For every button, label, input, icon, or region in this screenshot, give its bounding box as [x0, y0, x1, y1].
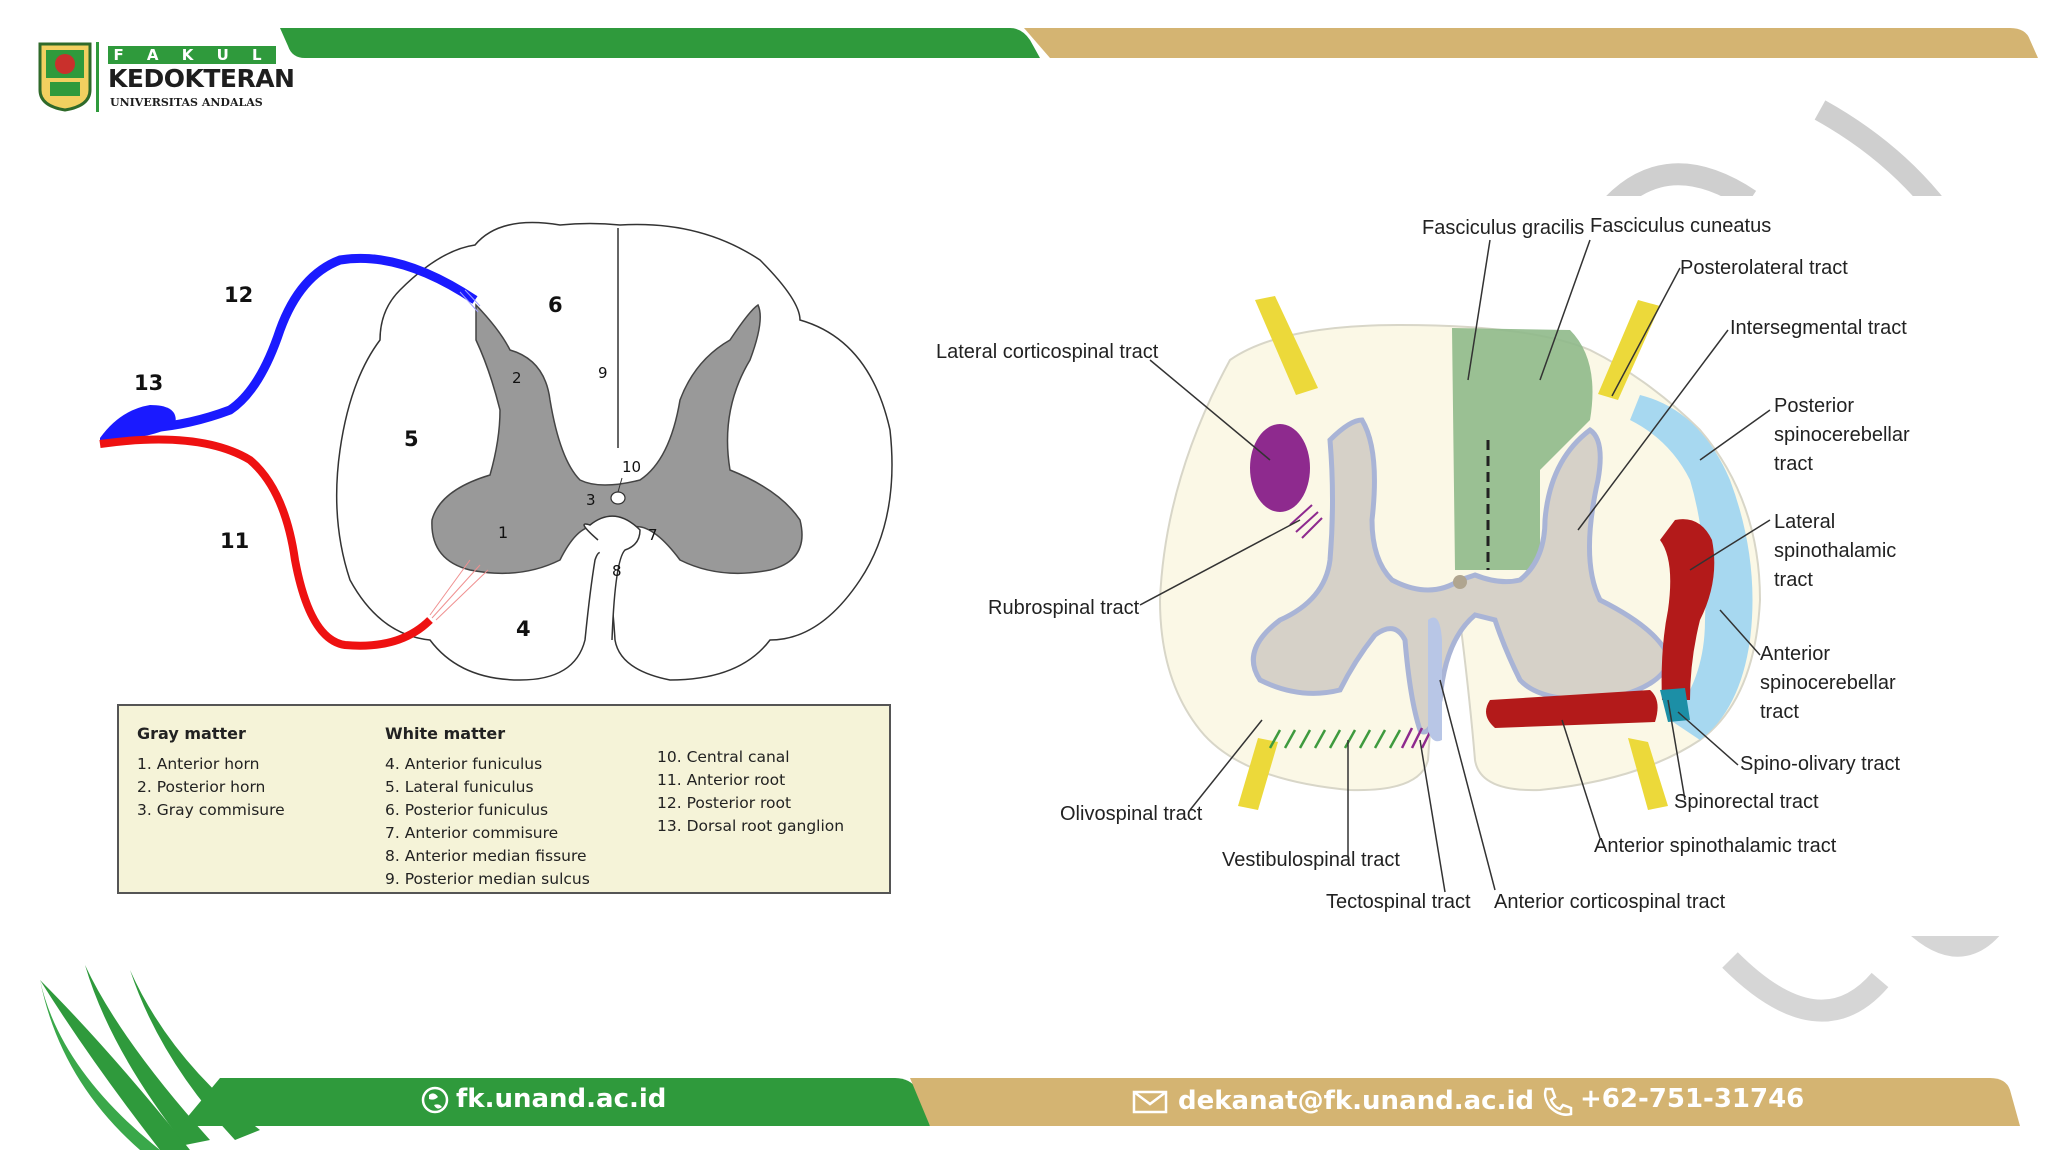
- label-spinorectal: Spinorectal tract: [1674, 791, 1819, 813]
- label-fasciculus-gracilis: Fasciculus gracilis: [1422, 217, 1584, 239]
- label-lateral-spinothalamic-3: tract: [1774, 569, 1813, 591]
- label-anterior-spinothalamic: Anterior spinothalamic tract: [1594, 835, 1837, 857]
- anterior-yellow-left: [1238, 738, 1278, 810]
- label-11: 11: [220, 529, 249, 553]
- institution-name: KEDOKTERAN: [108, 64, 295, 93]
- label-4: 4: [516, 617, 531, 641]
- legend-item: 3. Gray commisure: [137, 801, 285, 819]
- anterior-yellow-right: [1628, 738, 1668, 810]
- label-5: 5: [404, 427, 419, 451]
- label-10: 10: [622, 458, 641, 476]
- anterior-root: [99, 435, 433, 650]
- dorsal-root-ganglion: [100, 405, 176, 440]
- posterior-spinocerebellar-area: [1630, 395, 1753, 740]
- central-canal-right: [1453, 575, 1467, 589]
- legend-item: 6. Posterior funiculus: [385, 801, 549, 819]
- legend-item: 7. Anterior commisure: [385, 824, 559, 842]
- label-lateral-spinothalamic-2: spinothalamic: [1774, 540, 1896, 562]
- diagram-legend: Gray matter 1. Anterior horn 2. Posterio…: [117, 704, 891, 894]
- legend-item: 4. Anterior funiculus: [385, 755, 543, 773]
- header-divider: [96, 42, 99, 112]
- university-name: UNIVERSITAS ANDALAS: [110, 96, 263, 109]
- label-lateral-corticospinal: Lateral corticospinal tract: [936, 341, 1159, 363]
- label-anterior-spinocerebellar-2: spinocerebellar: [1760, 672, 1896, 694]
- label-1: 1: [498, 523, 508, 542]
- label-vestibulospinal: Vestibulospinal tract: [1222, 849, 1400, 871]
- legend-item: 12. Posterior root: [657, 794, 792, 812]
- label-anterior-spinocerebellar-1: Anterior: [1760, 643, 1830, 665]
- header-banner: [280, 28, 2038, 58]
- legend-gray-matter-title: Gray matter: [137, 724, 246, 743]
- label-6: 6: [548, 293, 563, 317]
- label-intersegmental: Intersegmental tract: [1730, 317, 1907, 339]
- label-posterior-spinocerebellar-1: Posterior: [1774, 395, 1854, 417]
- legend-item: 2. Posterior horn: [137, 778, 266, 796]
- vestibulospinal-hatch: [1268, 729, 1402, 749]
- leader-lines: [1139, 239, 1771, 893]
- label-2: 2: [512, 369, 522, 387]
- legend-item: 10. Central canal: [657, 748, 790, 766]
- posterolateral-yellow: [1598, 300, 1660, 400]
- footer-email[interactable]: dekanat@fk.unand.ac.id: [1178, 1086, 1534, 1116]
- label-olivospinal: Olivospinal tract: [1060, 803, 1203, 825]
- anterior-corticospinal-area: [1428, 617, 1442, 742]
- label-7: 7: [648, 526, 658, 544]
- legend-item: 11. Anterior root: [657, 771, 786, 789]
- email-icon: [1132, 1090, 1168, 1114]
- label-9: 9: [598, 364, 608, 382]
- legend-white-matter: White matter 4. Anterior funiculus 5. La…: [385, 724, 590, 891]
- posterior-root: [149, 253, 478, 433]
- gray-matter: [431, 303, 803, 575]
- anterior-spinothalamic-area: [1486, 690, 1658, 728]
- label-anterior-corticospinal: Anterior corticospinal tract: [1494, 891, 1726, 913]
- lateral-yellow-post: [1255, 296, 1318, 395]
- label-lateral-spinothalamic-1: Lateral: [1774, 511, 1835, 533]
- spinal-cord-cross-section-diagram: 1 2 3 4 5 6 7 8 9 10 11 12 13: [99, 221, 893, 681]
- label-posterior-spinocerebellar-2: spinocerebellar: [1774, 424, 1910, 446]
- globe-icon: [421, 1086, 449, 1114]
- label-13: 13: [134, 371, 163, 395]
- legend-item: 5. Lateral funiculus: [385, 778, 534, 796]
- label-anterior-spinocerebellar-3: tract: [1760, 701, 1799, 723]
- label-8: 8: [612, 562, 622, 580]
- rubrospinal-hatch: [1289, 504, 1323, 539]
- lateral-spinothalamic-area: [1660, 519, 1715, 700]
- central-canal: [610, 491, 626, 505]
- anterior-median-fissure: [583, 515, 641, 641]
- legend-item: 8. Anterior median fissure: [385, 847, 587, 865]
- legend-item: 9. Posterior median sulcus: [385, 870, 590, 888]
- footer-phone[interactable]: +62-751-31746: [1580, 1084, 1805, 1114]
- anterior-rootlets: [429, 559, 489, 621]
- legend-other: 10. Central canal 11. Anterior root 12. …: [657, 746, 844, 838]
- posterior-rootlets: [459, 289, 481, 313]
- footer-website[interactable]: fk.unand.ac.id: [456, 1084, 667, 1114]
- spinal-tracts-diagram: Fasciculus gracilis Fasciculus cuneatus …: [920, 196, 2020, 936]
- label-rubrospinal: Rubrospinal tract: [988, 597, 1140, 619]
- label-posterolateral: Posterolateral tract: [1680, 257, 1848, 279]
- university-logo: [36, 40, 94, 112]
- footer-banner: [40, 965, 2020, 1150]
- label-tectospinal: Tectospinal tract: [1326, 891, 1471, 913]
- label-spino-olivary: Spino-olivary tract: [1740, 753, 1901, 775]
- legend-gray-matter: Gray matter 1. Anterior horn 2. Posterio…: [137, 724, 285, 822]
- institution-top-label: F A K U L T A S: [108, 46, 276, 82]
- lateral-corticospinal-area: [1250, 424, 1310, 512]
- phone-icon: [1543, 1087, 1573, 1116]
- legend-white-matter-title: White matter: [385, 724, 506, 743]
- legend-item: 13. Dorsal root ganglion: [657, 817, 845, 835]
- label-3: 3: [586, 491, 596, 509]
- spino-olivary-area: [1660, 688, 1690, 722]
- label-fasciculus-cuneatus: Fasciculus cuneatus: [1590, 215, 1771, 237]
- white-matter-outline: [335, 221, 893, 681]
- label-12: 12: [224, 283, 253, 307]
- legend-item: 1. Anterior horn: [137, 755, 260, 773]
- label-posterior-spinocerebellar-3: tract: [1774, 453, 1813, 475]
